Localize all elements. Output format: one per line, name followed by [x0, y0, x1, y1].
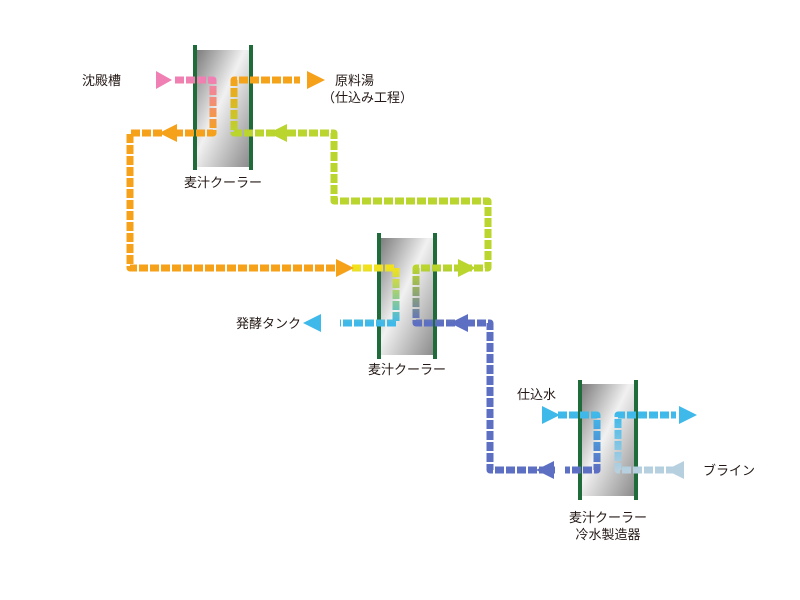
arrow-cooler2-cold-out [458, 259, 476, 277]
arrow-cooler3-violet-out [536, 461, 554, 479]
label-genryoyu-line1: 原料湯 [335, 74, 374, 89]
arrow-into-cooler2-hot [336, 259, 354, 277]
pipe-violet-link [466, 319, 555, 474]
arrow-to-genryoyu [307, 71, 325, 89]
label-cooler-3-line1: 麦汁クーラー [569, 511, 647, 526]
label-cooler-3-line2: 冷水製造器 [575, 528, 640, 543]
cooler-2-body [380, 238, 434, 355]
arrow-green-into-cooler1 [269, 124, 287, 142]
pipe-wort-transfer [126, 129, 340, 272]
label-hakko-tank: 発酵タンク [236, 317, 301, 332]
arrow-cooler3-cyan-out [679, 406, 697, 424]
arrow-chindenso-in [156, 71, 172, 89]
pipe-cooler2-cold-pass [412, 264, 460, 327]
arrow-violet-into-cooler2 [450, 314, 468, 332]
arrow-brine-in [666, 461, 684, 479]
pipe-green-return [287, 129, 492, 272]
label-cooler-1: 麦汁クーラー [184, 176, 262, 191]
label-cooler-2: 麦汁クーラー [368, 363, 446, 378]
arrow-to-hakko-tank [303, 314, 321, 332]
label-shikomisui: 仕込水 [517, 388, 556, 403]
label-chindenso: 沈殿槽 [82, 74, 121, 89]
cooler-2 [377, 233, 437, 359]
pipe-cooler3-cold-pass [614, 411, 676, 474]
cooler-3 [578, 380, 638, 500]
arrow-shikomisui-in [542, 406, 560, 424]
cooler-3-body [581, 384, 635, 496]
cooler-1-body [196, 50, 250, 167]
pipe-cooler1-cold-pass [230, 76, 300, 137]
arrow-cooler1-out-left [159, 124, 177, 142]
pipe-cooler1-hot-pass [170, 76, 217, 137]
label-brine: ブライン [703, 463, 755, 479]
cooler-1 [193, 45, 253, 170]
pipe-cooler2-hot-pass [340, 264, 400, 327]
pipe-cooler3-hot-pass [558, 411, 601, 474]
label-genryoyu-line2: （仕込み工程） [322, 91, 413, 106]
